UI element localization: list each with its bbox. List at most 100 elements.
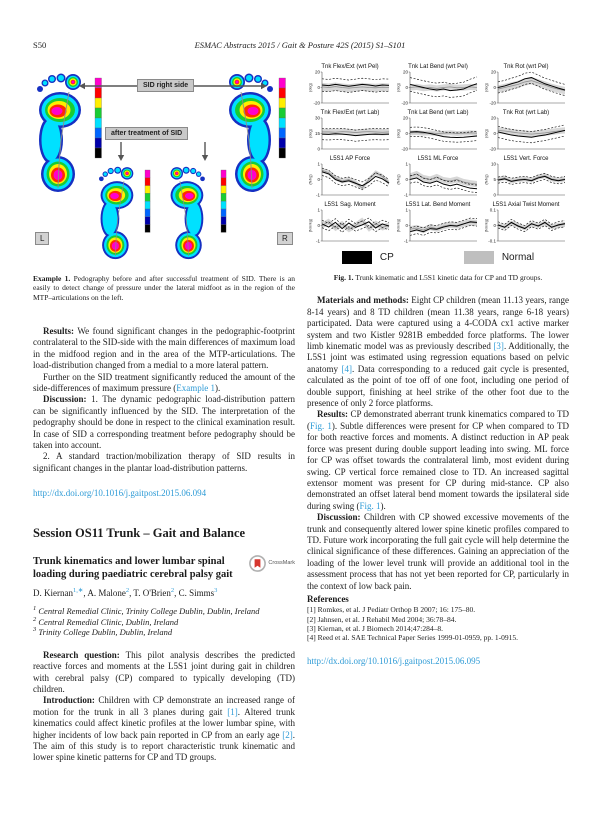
figure-1-caption: Fig. 1. Trunk kinematic and L5S1 kinetic… <box>307 272 569 283</box>
svg-text:0: 0 <box>493 223 496 228</box>
svg-text:0.1: 0.1 <box>490 208 497 213</box>
panel-title: Tnk Lat Bend (wrt Pel) <box>408 64 468 70</box>
svg-text:-20: -20 <box>401 101 408 106</box>
svg-text:0: 0 <box>405 131 408 136</box>
materials-paragraph: Materials and methods: Eight CP children… <box>307 295 569 409</box>
reference-3: [3] Kiernan, et al. J Biomech 2014;47:28… <box>307 623 444 633</box>
svg-text:0: 0 <box>317 223 320 228</box>
svg-text:(deg): (deg) <box>397 128 401 138</box>
legend-label: Normal <box>501 252 535 263</box>
svg-text:-20: -20 <box>489 101 496 106</box>
svg-text:-1: -1 <box>316 239 320 244</box>
example-caption-label: Example 1. <box>33 274 71 283</box>
legend-swatch <box>463 251 494 264</box>
svg-text:(N/kg): (N/kg) <box>309 174 313 185</box>
affiliation-3: 3 Trinity College Dublin, Dublin, Irelan… <box>33 626 173 638</box>
introduction-paragraph: Introduction: Children with CP demonstra… <box>33 695 295 763</box>
figure-1: Tnk Flex/Ext (wrt Pel) 20 0 -20 (deg) Tnk Lat… <box>307 64 569 283</box>
legend-swatch <box>341 251 372 264</box>
right-column: Tnk Flex/Ext (wrt Pel) 20 0 -20 (deg) Tnk Lat… <box>307 62 569 764</box>
doi-link-abstract2[interactable]: http://dx.doi.org/10.1016/j.gaitpost.201… <box>307 656 481 667</box>
svg-text:15: 15 <box>315 131 321 136</box>
svg-text:0: 0 <box>405 223 408 228</box>
panel-title: Tnk Rot (wrt Lab) <box>502 110 550 116</box>
svg-text:0: 0 <box>317 147 320 152</box>
svg-text:20: 20 <box>403 70 409 75</box>
svg-text:30: 30 <box>315 116 321 121</box>
svg-text:0: 0 <box>405 177 408 182</box>
reference-4: [4] Reed et al. SAE Technical Paper Seri… <box>307 632 518 642</box>
panel-title: L5S1 Lat. Bend Moment <box>405 202 471 208</box>
paper-title: Trunk kinematics and lower lumbar spinal… <box>33 555 233 580</box>
journal-page: S50 ESMAC Abstracts 2015 / Gait & Postur… <box>0 40 600 835</box>
svg-text:0: 0 <box>317 177 320 182</box>
doi-link-abstract1[interactable]: http://dx.doi.org/10.1016/j.gaitpost.201… <box>33 488 207 499</box>
svg-text:1: 1 <box>405 208 408 213</box>
svg-text:(deg): (deg) <box>309 128 313 138</box>
figure-1-legend: CP Normal <box>307 251 569 264</box>
crossmark-label: CrossMark <box>268 560 295 567</box>
panel-title: L5S1 Vert. Force <box>503 156 549 162</box>
svg-text:(deg): (deg) <box>485 128 489 138</box>
svg-text:0: 0 <box>493 131 496 136</box>
svg-text:1: 1 <box>317 162 320 167</box>
panel-title: L5S1 Sag. Moment <box>324 202 376 208</box>
right-foot-label: R <box>277 232 293 245</box>
reference-1: [1] Romkes, et al. J Pediatr Orthop B 20… <box>307 605 476 615</box>
svg-text:(Nm/kg): (Nm/kg) <box>485 218 489 232</box>
discussion2-paragraph: Discussion: Children with CP showed exce… <box>307 512 569 591</box>
svg-text:10: 10 <box>491 162 497 167</box>
svg-text:0: 0 <box>317 85 320 90</box>
svg-text:(deg): (deg) <box>485 82 489 92</box>
svg-text:0: 0 <box>493 85 496 90</box>
page-header: S50 ESMAC Abstracts 2015 / Gait & Postur… <box>33 40 567 56</box>
panel-title: Tnk Rot (wrt Pel) <box>503 64 549 70</box>
after-treatment-label: after treatment of SID <box>105 127 189 140</box>
legend-item-cp: CP <box>341 251 394 264</box>
panel-title: Tnk Flex/Ext (wrt Pel) <box>321 64 379 70</box>
svg-text:1: 1 <box>317 208 320 213</box>
svg-text:-1: -1 <box>404 193 408 198</box>
panel-title: Tnk Flex/Ext (wrt Lab) <box>320 110 380 116</box>
affiliation-1: 1 Central Remedial Clinic, Trinity Colle… <box>33 605 260 616</box>
figure-1-panel-grid: Tnk Flex/Ext (wrt Pel) 20 0 -20 (deg) Tnk Lat… <box>307 64 569 245</box>
panel-title: L5S1 Axial Twist Moment <box>492 202 560 208</box>
svg-text:-0.1: -0.1 <box>488 239 496 244</box>
discussion-paragraph-2: 2. A standard traction/mobilization ther… <box>33 451 295 473</box>
legend-item-normal: Normal <box>463 251 535 264</box>
results-paragraph-2: Further on the SID treatment significant… <box>33 371 295 393</box>
svg-text:(deg): (deg) <box>309 82 313 92</box>
svg-text:5: 5 <box>493 177 496 182</box>
panel-title: L5S1 ML Force <box>417 156 459 162</box>
reference-2: [2] Jahnsen, et al. J Rehabil Med 2004; … <box>307 614 457 624</box>
crossmark-badge[interactable]: CrossMark <box>249 554 295 572</box>
figure-1-caption-text: Trunk kinematic and L5S1 kinetic data fo… <box>353 273 543 282</box>
left-foot-label: L <box>35 232 50 245</box>
sid-right-side-label: SID right side <box>137 79 195 92</box>
figure-1-caption-label: Fig. 1. <box>333 273 354 282</box>
author-list: D. Kiernan1,∗, A. Malone2, T. O'Brien2, … <box>33 586 218 598</box>
example-figure-pedography: SID right side after treatment of SID L … <box>33 66 293 266</box>
svg-text:1: 1 <box>405 162 408 167</box>
example-caption: Example 1. Pedography before and after s… <box>33 274 295 302</box>
session-heading: Session OS11 Trunk – Gait and Balance <box>33 525 246 540</box>
pedography-image <box>37 73 286 260</box>
svg-text:-1: -1 <box>316 193 320 198</box>
results2-paragraph: Results: CP demonstrated aberrant trunk … <box>307 409 569 511</box>
svg-text:(N/kg): (N/kg) <box>485 174 489 185</box>
references-heading: References <box>307 593 349 604</box>
svg-text:20: 20 <box>403 116 409 121</box>
svg-text:-20: -20 <box>313 101 320 106</box>
legend-label: CP <box>379 252 394 263</box>
affiliation-2: 2 Central Remedial Clinic, Dublin, Irela… <box>33 615 179 627</box>
